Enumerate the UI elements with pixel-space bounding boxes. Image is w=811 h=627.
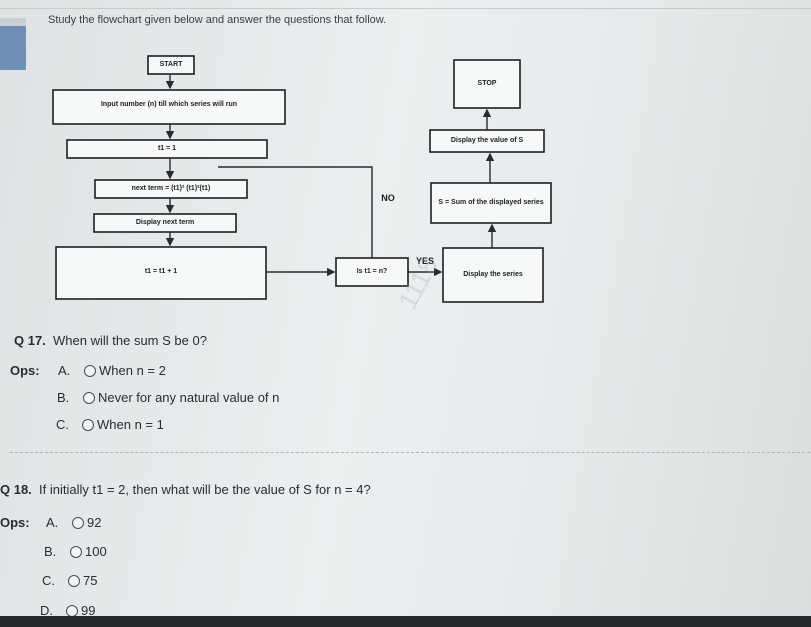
decision-label: Is t1 = n? [356,268,388,275]
screen-bottom-edge [0,616,811,627]
q18-option-b-letter: B. [44,544,57,559]
q18-option-c[interactable]: C. 75 [42,573,97,588]
q17-ops-label: Ops: [10,363,40,378]
input-label: Input number (n) till which series will … [100,101,238,108]
init-box [66,139,268,159]
stop-box [453,59,521,109]
q18-option-a-text: 92 [87,515,102,530]
q17-option-c[interactable]: C. When n = 1 [56,417,164,432]
q18-option-d-letter: D. [40,603,53,618]
q18-option-c-letter: C. [42,573,55,588]
top-divider [0,8,811,9]
display-series-label: Display the series [463,271,523,278]
q18-option-a[interactable]: A. 92 [46,515,101,530]
start-box [147,55,195,75]
side-tab-edge [0,18,26,26]
next-term-label: next term = (t1)² (t1)²(t1) [131,185,211,192]
side-tab[interactable] [0,26,26,70]
q18-option-d-text: 99 [81,603,96,618]
sum-box [430,182,552,224]
q18-option-b[interactable]: B. 100 [44,544,107,559]
q17-option-b-letter: B. [57,390,70,405]
question-divider [10,452,810,453]
radio-icon[interactable] [72,516,84,529]
q18-option-b-text: 100 [85,544,107,559]
radio-icon[interactable] [70,545,82,558]
increment-label: t1 = t1 + 1 [144,268,178,275]
next-term-box [94,179,248,199]
q18-number: Q 18. [0,482,32,497]
q18-option-d[interactable]: D. 99 [40,603,95,618]
q17-option-a-letter: A. [58,363,71,378]
sum-label: S = Sum of the displayed series [438,199,544,206]
input-box [52,89,286,125]
q17-option-b[interactable]: B. Never for any natural value of n [57,390,279,405]
q17-option-a-text: When n = 2 [99,363,166,378]
q17-option-b-text: Never for any natural value of n [98,390,280,405]
q17-text: When will the sum S be 0? [53,333,207,348]
radio-icon[interactable] [83,391,95,404]
instructions-text: Study the flowchart given below and answ… [48,14,387,26]
display-series-box [442,247,544,303]
q18-option-c-text: 75 [83,573,98,588]
q17-option-c-letter: C. [56,417,69,432]
q17-question: Q 17. When will the sum S be 0? [14,333,207,348]
radio-icon[interactable] [66,604,78,617]
q18-question: Q 18. If initially t1 = 2, then what wil… [0,482,371,497]
start-label: START [159,61,183,68]
radio-icon[interactable] [82,418,94,431]
q18-text: If initially t1 = 2, then what will be t… [39,482,371,497]
increment-box [55,246,267,300]
q17-option-a[interactable]: A. When n = 2 [58,363,166,378]
display-value-label: Display the value of S [450,137,524,144]
radio-icon[interactable] [84,364,96,377]
radio-icon[interactable] [68,574,80,587]
display-next-box [93,213,237,233]
init-label: t1 = 1 [157,145,177,152]
q18-ops-label: Ops: [0,515,30,530]
q17-option-c-text: When n = 1 [97,417,164,432]
q18-option-a-letter: A. [46,515,59,530]
display-next-label: Display next term [135,219,195,226]
stop-label: STOP [477,80,497,87]
no-label: NO [381,193,395,203]
yes-label: YES [415,256,435,266]
q17-number: Q 17. [14,333,46,348]
